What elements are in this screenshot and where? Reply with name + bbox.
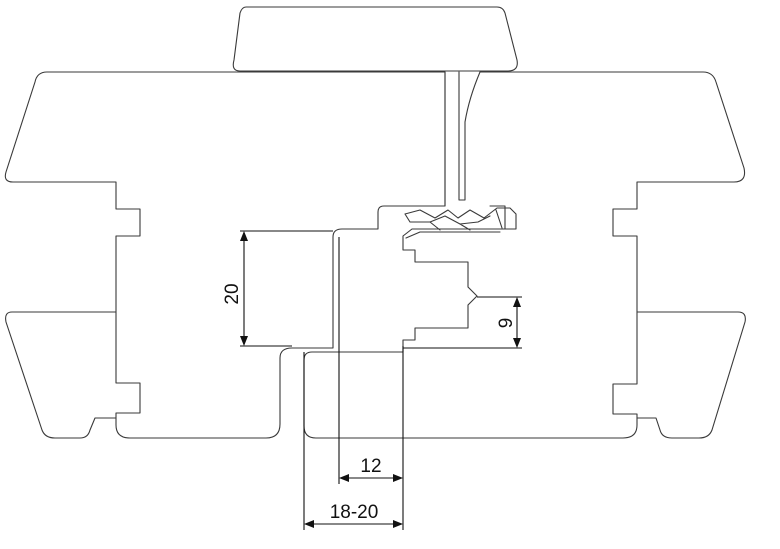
seal-gasket	[404, 207, 517, 239]
dim-20-arrow-bottom	[240, 336, 248, 346]
dimension-overlap-range: 18-20	[303, 352, 403, 530]
dim-20-arrow-top	[240, 231, 248, 241]
dim-18-20-arrow-right	[393, 520, 403, 528]
dim-18-20-label: 18-20	[330, 502, 379, 523]
dimension-seal-offset: 9	[403, 296, 522, 349]
dim-12-label: 12	[360, 456, 381, 477]
center-mullion-web	[444, 71, 481, 207]
left-sash-profile	[4, 71, 446, 439]
right-sash-profile	[303, 71, 746, 439]
dim-20-label: 20	[222, 283, 243, 304]
dimension-rebate-depth: 20	[222, 230, 333, 347]
dimension-gasket-gap: 12	[338, 237, 404, 530]
top-glazing-bead	[232, 6, 518, 72]
dim-12-arrow-right	[393, 474, 403, 482]
dim-12-arrow-left	[339, 474, 349, 482]
right-lower-bead	[636, 311, 746, 439]
left-lower-bead	[5, 311, 117, 439]
dim-18-20-arrow-left	[304, 520, 314, 528]
dim-9-label: 9	[496, 318, 517, 329]
dim-9-arrow-top	[513, 297, 521, 307]
dim-9-arrow-bottom	[513, 338, 521, 348]
